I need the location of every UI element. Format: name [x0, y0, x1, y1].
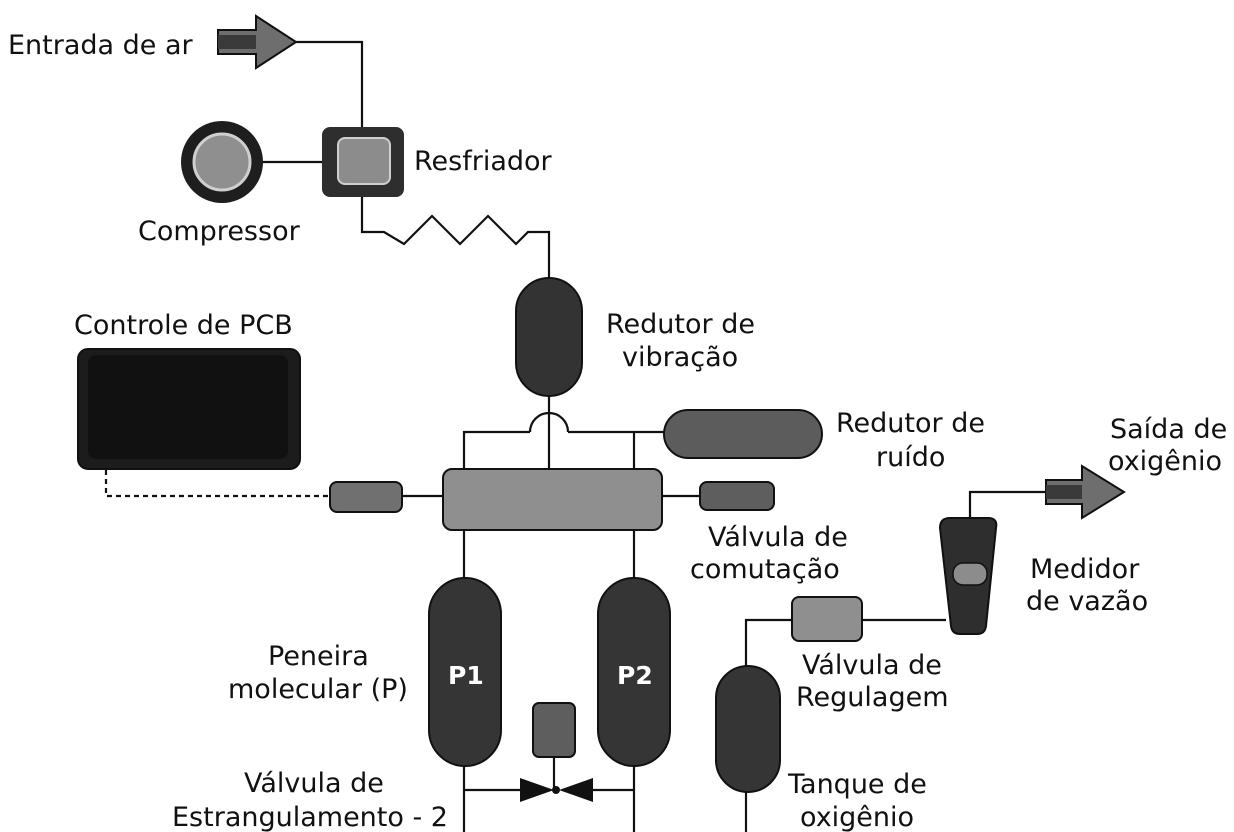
air-inlet-arrow-icon	[217, 14, 298, 70]
oxygen-outlet-label-1: Saída de	[1110, 414, 1227, 445]
manifold-icon	[442, 468, 663, 531]
sieve-p2-icon	[597, 577, 671, 767]
oxygen-tank-icon	[715, 665, 781, 793]
side-valve-left-icon	[329, 481, 403, 513]
throttle-valve-hub-icon	[552, 786, 560, 794]
switching-valve-icon	[699, 481, 775, 511]
noise-reducer-label-1: Redutor de	[836, 408, 985, 439]
regulating-valve-icon	[791, 596, 863, 642]
throttle-valve-label-2: Estrangulamento - 2	[172, 802, 448, 832]
vibration-reducer-icon	[515, 277, 583, 397]
throttle-actuator-icon	[532, 702, 576, 758]
flow-meter-icon	[938, 517, 998, 635]
cooler-label: Resfriador	[414, 146, 553, 177]
air-inlet-label: Entrada de ar	[8, 30, 194, 61]
pipes	[104, 40, 1046, 832]
compressor-icon	[181, 121, 263, 203]
molecular-sieve-label-2: molecular (P)	[228, 674, 408, 705]
vibration-reducer-label-1: Redutor de	[606, 309, 755, 340]
flow-meter-label-1: Medidor	[1030, 554, 1140, 585]
switching-valve-label-2: comutação	[690, 554, 840, 585]
pcb-control-icon	[77, 348, 301, 470]
oxygen-outlet-label-2: oxigênio	[1108, 446, 1222, 477]
noise-reducer-label-2: ruído	[876, 442, 945, 473]
regulating-valve-label-2: Regulagem	[796, 682, 949, 713]
throttle-valve-icon	[520, 778, 593, 802]
sieve-p2-label: P2	[617, 661, 653, 690]
switching-valve-label-1: Válvula de	[708, 522, 848, 553]
pcb-control-label: Controle de PCB	[74, 310, 293, 341]
regulating-valve-label-1: Válvula de	[802, 650, 942, 681]
oxygen-tank-label-2: oxigênio	[800, 802, 914, 832]
compressor-label: Compressor	[138, 216, 301, 247]
vibration-reducer-label-2: vibração	[622, 342, 738, 373]
flow-meter-label-2: de vazão	[1026, 586, 1148, 617]
sieve-p1-icon	[428, 577, 502, 767]
molecular-sieve-label-1: Peneira	[268, 641, 369, 672]
oxygen-outlet-arrow-icon	[1045, 464, 1126, 520]
sieve-p1-label: P1	[448, 661, 484, 690]
cooler-icon	[322, 127, 404, 197]
oxygen-tank-label-1: Tanque de	[787, 769, 927, 800]
noise-reducer-icon	[663, 409, 823, 459]
throttle-valve-label-1: Válvula de	[244, 768, 384, 799]
